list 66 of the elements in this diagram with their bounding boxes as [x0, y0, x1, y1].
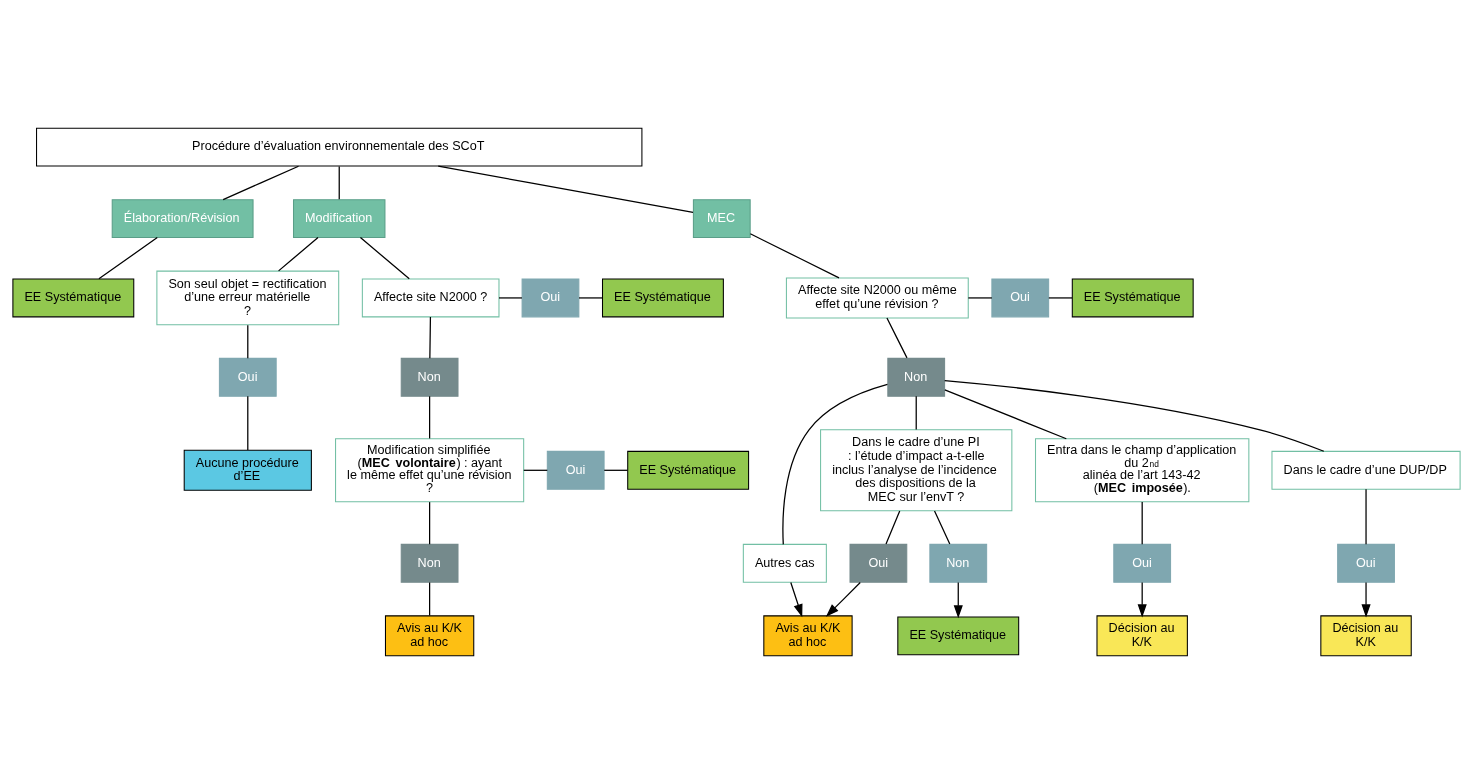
- connector: [247, 324, 249, 359]
- node-box: Autres cas: [742, 543, 827, 583]
- node-box: Non: [929, 543, 988, 583]
- connector: [933, 510, 951, 545]
- connector: [338, 165, 340, 200]
- arrow: [825, 581, 861, 617]
- arrow: [1137, 581, 1147, 618]
- node-box: Oui: [1337, 543, 1395, 583]
- arrow: [1361, 581, 1371, 618]
- node-box: Aucune procédure d’EE: [183, 449, 312, 491]
- node-box: Non: [400, 357, 459, 397]
- node-box: Affecte site N2000 ou même effet qu’une révision ?: [785, 277, 969, 319]
- node-box: Dans le cadre d’une DUP/DP: [1271, 450, 1461, 490]
- connector: [429, 395, 431, 440]
- connector: [429, 581, 431, 617]
- node-box: Entra dans le champ d’application du 2nd alinéa de l’art 143-42 (MEC imposée).: [1034, 438, 1250, 503]
- connector: [967, 297, 993, 299]
- node-box: EE Systématique: [601, 278, 724, 318]
- connector: [498, 297, 523, 299]
- node-box: Avis au K/K ad hoc: [763, 615, 853, 657]
- connector: [98, 236, 158, 280]
- connector: [222, 165, 300, 201]
- node-box: Décision au K/K: [1320, 615, 1412, 657]
- connector: [429, 501, 431, 545]
- node-box: Élaboration/Révision: [111, 199, 254, 239]
- connector: [782, 383, 889, 545]
- connector: [359, 236, 410, 280]
- node-box: Affecte site N2000 ?: [361, 278, 500, 318]
- arrow: [953, 581, 963, 619]
- connector: [915, 395, 917, 431]
- connector: [603, 469, 629, 471]
- connector: [437, 165, 694, 213]
- node-box: EE Systématique: [1071, 278, 1194, 318]
- node-box: Oui: [1113, 543, 1172, 583]
- connector: [277, 236, 319, 272]
- connector: [1048, 297, 1073, 299]
- node-box: Oui: [546, 450, 605, 490]
- node-box: EE Systématique: [627, 450, 750, 490]
- arrow: [790, 581, 803, 618]
- node-box: Modification: [293, 199, 386, 239]
- node-box: EE Systématique: [12, 278, 135, 318]
- node-box: Non: [400, 543, 459, 583]
- connector: [1141, 501, 1143, 545]
- connector: [944, 379, 1325, 452]
- connector: [247, 395, 249, 451]
- node-box: EE Systématique: [897, 616, 1020, 656]
- node-box: Non: [887, 357, 946, 397]
- connector: [944, 389, 1067, 440]
- node-box: Son seul objet = rectification d’une erreur matérielle ?: [156, 270, 340, 326]
- connector: [1365, 488, 1367, 545]
- connector: [429, 316, 432, 359]
- node-box: Oui: [991, 278, 1050, 318]
- connector: [885, 510, 901, 545]
- node-box: Décision au K/K: [1096, 615, 1188, 657]
- node-box: Oui: [218, 357, 277, 397]
- node-box: Procédure d’évaluation environnementale des SCoT: [36, 127, 643, 167]
- node-box: Oui: [849, 543, 908, 583]
- node-box: MEC: [692, 199, 751, 239]
- node-box: Modification simplifiée (MEC volontaire) : ayant le même effet qu’une révision ?: [335, 438, 525, 503]
- connector: [749, 233, 840, 279]
- node-box: Avis au K/K ad hoc: [384, 615, 475, 657]
- node-box: Dans le cadre d’une PI : l’étude d’impact a-t-elle inclus l’analyse de l’incidence des dispositions de la MEC sur l’envT ?: [820, 429, 1013, 512]
- connector: [523, 469, 548, 471]
- connector: [886, 317, 908, 359]
- node-box: Oui: [521, 278, 580, 318]
- connector: [578, 297, 603, 299]
